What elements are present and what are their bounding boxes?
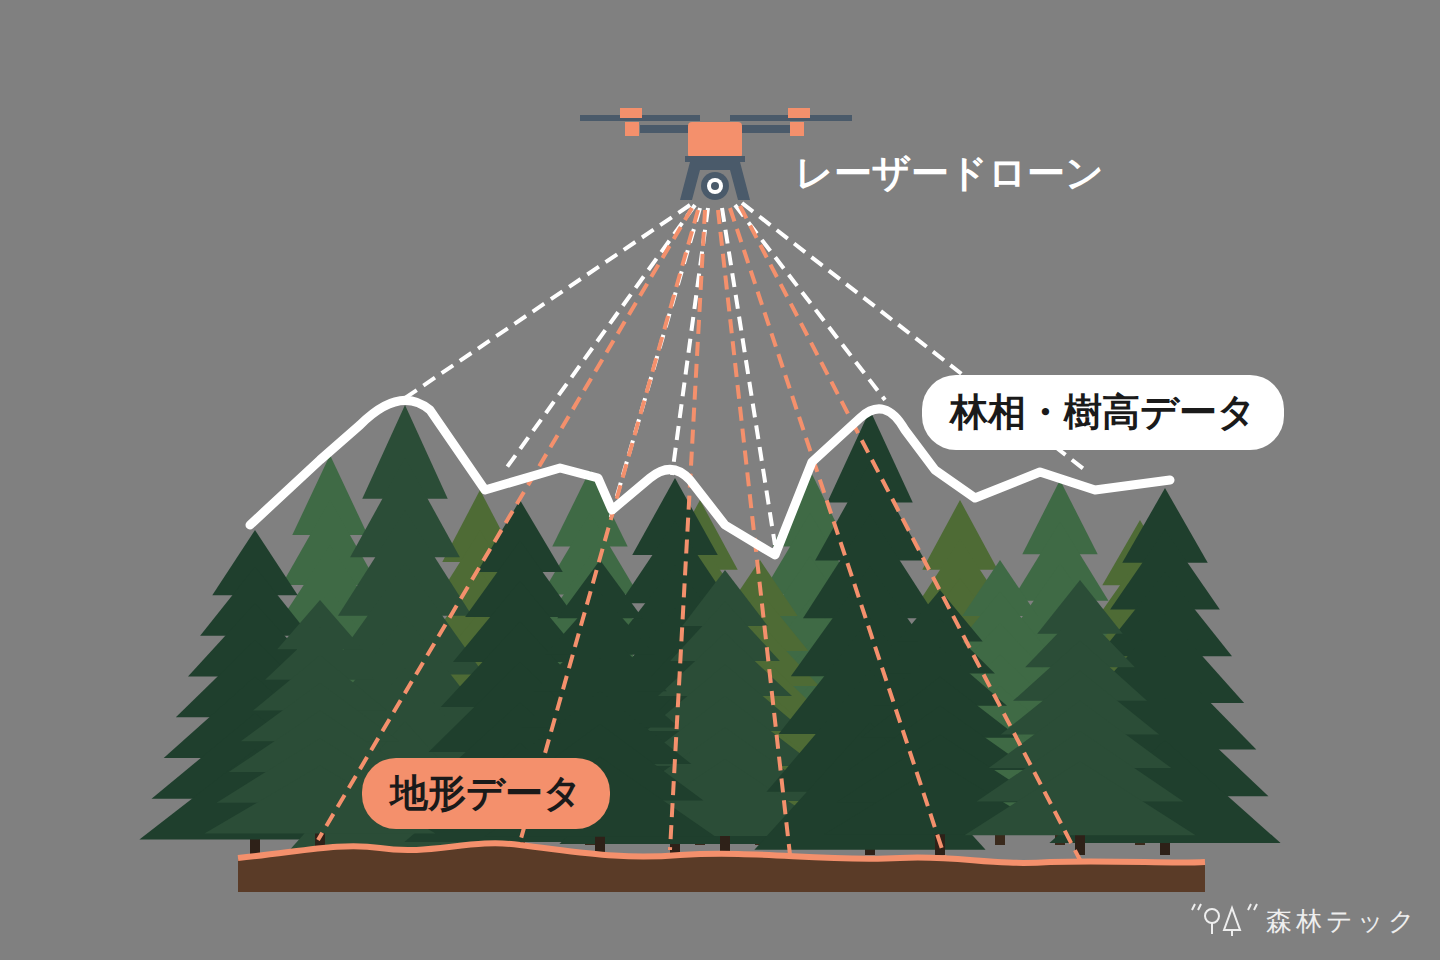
ground-line bbox=[238, 843, 1205, 863]
data-pill: 地形データ bbox=[362, 758, 610, 829]
laser-beams bbox=[318, 203, 1085, 860]
ground bbox=[238, 843, 1205, 892]
watermark: 森林テック bbox=[1266, 904, 1419, 939]
pill-text: 林相・樹高データ bbox=[950, 387, 1256, 438]
data-pill: 林相・樹高データ bbox=[922, 375, 1284, 450]
logo-mark bbox=[1192, 904, 1257, 936]
trees-back bbox=[228, 455, 1242, 845]
drone-label: レーザードローン bbox=[795, 148, 1104, 199]
pill-text: 地形データ bbox=[390, 768, 582, 819]
